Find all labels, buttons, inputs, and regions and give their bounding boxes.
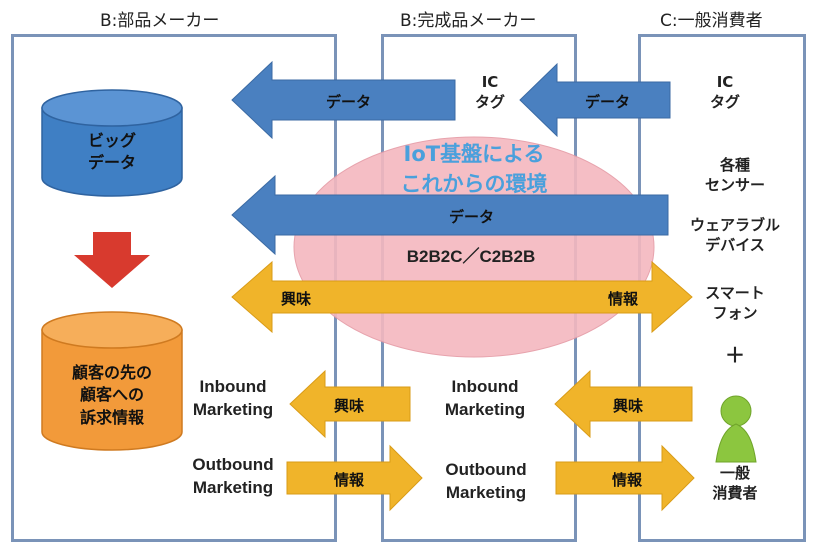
data-label-top-left: データ (326, 93, 372, 111)
appeal-cylinder (41, 311, 183, 451)
interest-info-double-arrow (231, 260, 693, 334)
info-label-right: 情報 (612, 471, 643, 489)
data-arrow-top-left (231, 60, 456, 140)
big-data-label: ビッグ データ (87, 131, 136, 173)
header-parts-maker: B:部品メーカー (100, 11, 220, 31)
interest-arrow-mid (289, 369, 411, 439)
data-label-top-right: データ (585, 93, 631, 111)
big-data-cylinder (41, 89, 183, 197)
header-finished-maker: B:完成品メーカー (400, 11, 537, 31)
appeal-info-label: 顧客の先の 顧客への 訴求情報 (71, 363, 152, 427)
info-arrow-right (555, 444, 695, 512)
iot-title-line2: これからの環境 (400, 172, 548, 196)
consumer-person-icon (715, 395, 757, 463)
smartphone-label: スマート フォン (705, 284, 765, 323)
interest-label-mid: 興味 (334, 397, 365, 415)
data-label-middle: データ (449, 208, 495, 226)
sensors-label: 各種 センサー (704, 156, 765, 195)
data-arrow-top-right (519, 62, 671, 138)
interest-label-big: 興味 (281, 290, 312, 308)
outbound-marketing-left: Outbound Marketing (192, 455, 274, 497)
ic-tag-right: IC タグ (709, 73, 740, 112)
inbound-marketing-left: Inbound Marketing (192, 377, 274, 419)
info-label-big: 情報 (608, 290, 639, 308)
iot-title-line1: IoT基盤による (403, 142, 545, 166)
ic-tag-mid: IC タグ (474, 73, 505, 112)
down-arrow (74, 232, 150, 288)
inbound-marketing-mid: Inbound Marketing (444, 377, 526, 419)
info-arrow-mid (286, 444, 423, 512)
info-label-mid: 情報 (334, 471, 365, 489)
header-consumer: C:一般消費者 (660, 11, 763, 31)
interest-label-right: 興味 (613, 397, 644, 415)
interest-arrow-right (554, 369, 693, 439)
b2b2c-label: B2B2C／C2B2B (406, 247, 536, 266)
data-arrow-middle (231, 174, 669, 256)
wearable-label: ウェアラブル デバイス (689, 216, 780, 255)
consumer-label: 一般 消費者 (712, 464, 758, 503)
outbound-marketing-mid: Outbound Marketing (445, 460, 527, 502)
plus-sign: ＋ (725, 343, 745, 367)
